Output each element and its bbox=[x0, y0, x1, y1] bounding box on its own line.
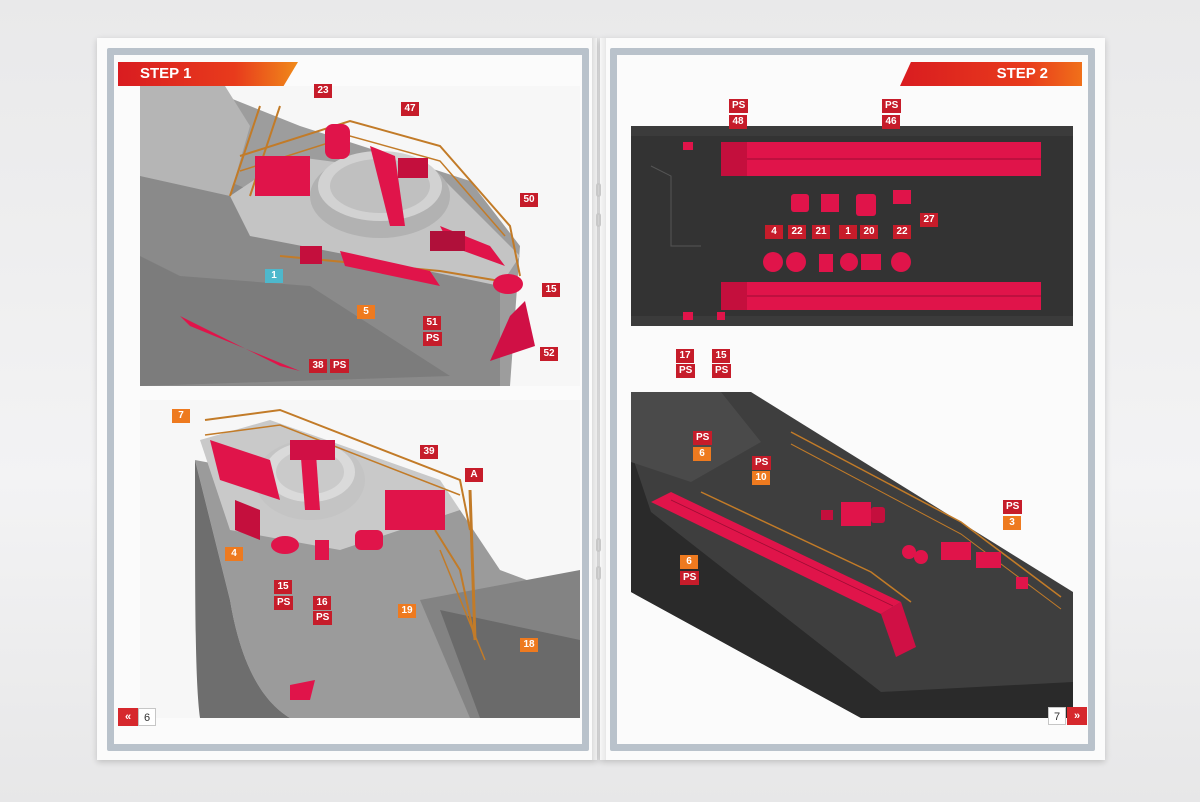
staple-icon bbox=[596, 183, 601, 197]
ps-label: PS bbox=[882, 99, 902, 113]
part-label-39: 39 bbox=[420, 445, 438, 459]
part-label-A: A bbox=[465, 468, 483, 482]
part-label-15: 15 bbox=[542, 283, 560, 297]
ps-label: PS bbox=[752, 456, 772, 470]
part-label-1: 1 bbox=[839, 225, 857, 239]
part-label-27: 27 bbox=[920, 213, 938, 227]
right-page-number: 7 » bbox=[1048, 707, 1088, 725]
part-label-22: 22 bbox=[788, 225, 806, 239]
part-label-52: 52 bbox=[540, 347, 558, 361]
prev-page-icon[interactable]: « bbox=[118, 708, 138, 726]
part-label-21: 21 bbox=[812, 225, 830, 239]
step2-top-illustration bbox=[631, 86, 1073, 336]
ps-label: PS bbox=[330, 359, 350, 373]
page-number-7: 7 bbox=[1048, 707, 1066, 725]
part-label-6: 6 bbox=[693, 447, 711, 461]
part-label-5: 5 bbox=[357, 305, 375, 319]
part-label-50: 50 bbox=[520, 193, 538, 207]
part-label-7: 7 bbox=[172, 409, 190, 423]
part-label-20: 20 bbox=[860, 225, 878, 239]
ps-label: PS bbox=[712, 364, 732, 378]
part-label-47: 47 bbox=[401, 102, 419, 116]
page-number-6: 6 bbox=[138, 708, 156, 726]
part-label-15: 15 bbox=[274, 580, 292, 594]
step2-bottom-illustration bbox=[631, 392, 1073, 718]
part-label-46: 46 bbox=[882, 115, 900, 129]
part-label-16: 16 bbox=[313, 596, 331, 610]
part-label-38: 38 bbox=[309, 359, 327, 373]
part-label-3: 3 bbox=[1003, 516, 1021, 530]
part-label-15: 15 bbox=[712, 349, 730, 363]
part-label-17: 17 bbox=[676, 349, 694, 363]
ps-label: PS bbox=[680, 571, 700, 585]
ps-label: PS bbox=[693, 431, 713, 445]
staple-icon bbox=[596, 213, 601, 227]
left-page-number: « 6 bbox=[118, 708, 158, 726]
part-label-1: 1 bbox=[265, 269, 283, 283]
ps-label: PS bbox=[423, 332, 443, 346]
ps-label: PS bbox=[274, 596, 294, 610]
deck-perspective-drawing bbox=[631, 392, 1073, 718]
ps-label: PS bbox=[729, 99, 749, 113]
bow-deck-drawing bbox=[140, 86, 535, 386]
bow-side-drawing bbox=[195, 408, 580, 718]
deck-topview-drawing bbox=[631, 126, 1073, 326]
part-label-6: 6 bbox=[680, 555, 698, 569]
right-page-frame bbox=[610, 48, 1095, 751]
part-label-10: 10 bbox=[752, 471, 770, 485]
ps-label: PS bbox=[1003, 500, 1023, 514]
part-label-18: 18 bbox=[520, 638, 538, 652]
part-label-4: 4 bbox=[765, 225, 783, 239]
part-label-51: 51 bbox=[423, 316, 441, 330]
ps-label: PS bbox=[313, 611, 333, 625]
spine-fold bbox=[592, 38, 606, 760]
next-page-icon[interactable]: » bbox=[1067, 707, 1087, 725]
staple-icon bbox=[596, 538, 601, 552]
part-label-4: 4 bbox=[225, 547, 243, 561]
step1-bottom-illustration bbox=[140, 400, 580, 718]
staple-icon bbox=[596, 566, 601, 580]
ps-label: PS bbox=[676, 364, 696, 378]
part-label-23: 23 bbox=[314, 84, 332, 98]
part-label-22: 22 bbox=[893, 225, 911, 239]
part-label-48: 48 bbox=[729, 115, 747, 129]
part-label-19: 19 bbox=[398, 604, 416, 618]
step1-top-illustration bbox=[140, 86, 580, 386]
step1-banner: STEP 1 bbox=[118, 62, 298, 86]
step2-banner: STEP 2 bbox=[900, 62, 1082, 86]
left-page-frame bbox=[107, 48, 589, 751]
